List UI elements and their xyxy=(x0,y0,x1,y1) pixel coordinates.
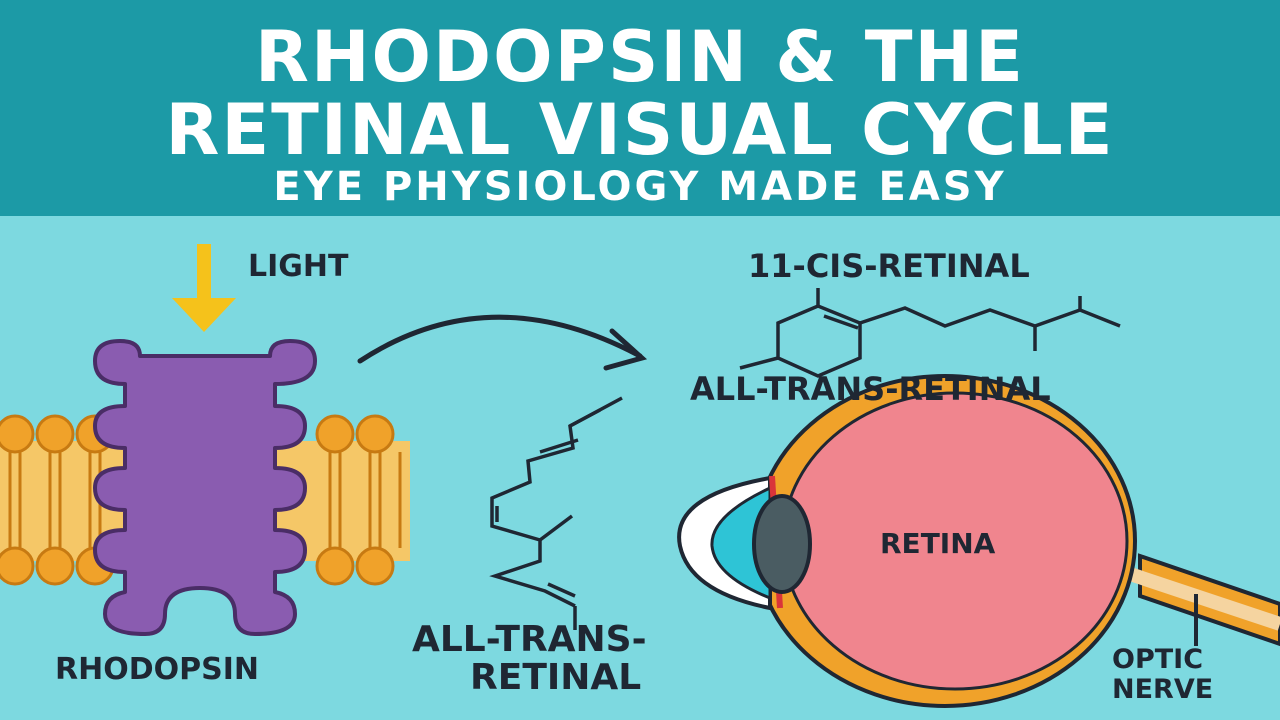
all-trans-retinal-bottom-label-line1: ALL-TRANS- xyxy=(412,619,647,660)
all-trans-retinal-bottom-label-line2: RETINAL xyxy=(470,657,642,698)
rhodopsin-label: RHODOPSIN xyxy=(55,652,259,687)
all-trans-retinal-top-label: ALL-TRANS-RETINAL xyxy=(690,370,1051,408)
subtitle: EYE PHYSIOLOGY MADE EASY xyxy=(273,164,1007,210)
all-trans-retinal-structure xyxy=(489,396,623,630)
cycle-arrow-icon xyxy=(357,314,648,371)
light-label: LIGHT xyxy=(248,249,349,284)
retina-label: RETINA xyxy=(880,527,996,560)
optic-nerve-label-line2: NERVE xyxy=(1112,674,1214,705)
title-banner: RHODOPSIN & THE RETINAL VISUAL CYCLE EYE… xyxy=(0,0,1280,216)
cis-retinal-label: 11-CIS-RETINAL xyxy=(748,247,1030,285)
rhodopsin-protein xyxy=(93,339,317,636)
cis-retinal-structure xyxy=(739,288,1121,378)
title-line-1: RHODOPSIN & THE xyxy=(255,16,1025,98)
title-line-2: RETINAL VISUAL CYCLE xyxy=(165,89,1115,171)
optic-nerve-label-line1: OPTIC xyxy=(1112,644,1204,675)
light-arrow-icon xyxy=(172,244,236,332)
diagram-canvas xyxy=(0,244,1280,708)
eye-diagram xyxy=(677,374,1280,708)
